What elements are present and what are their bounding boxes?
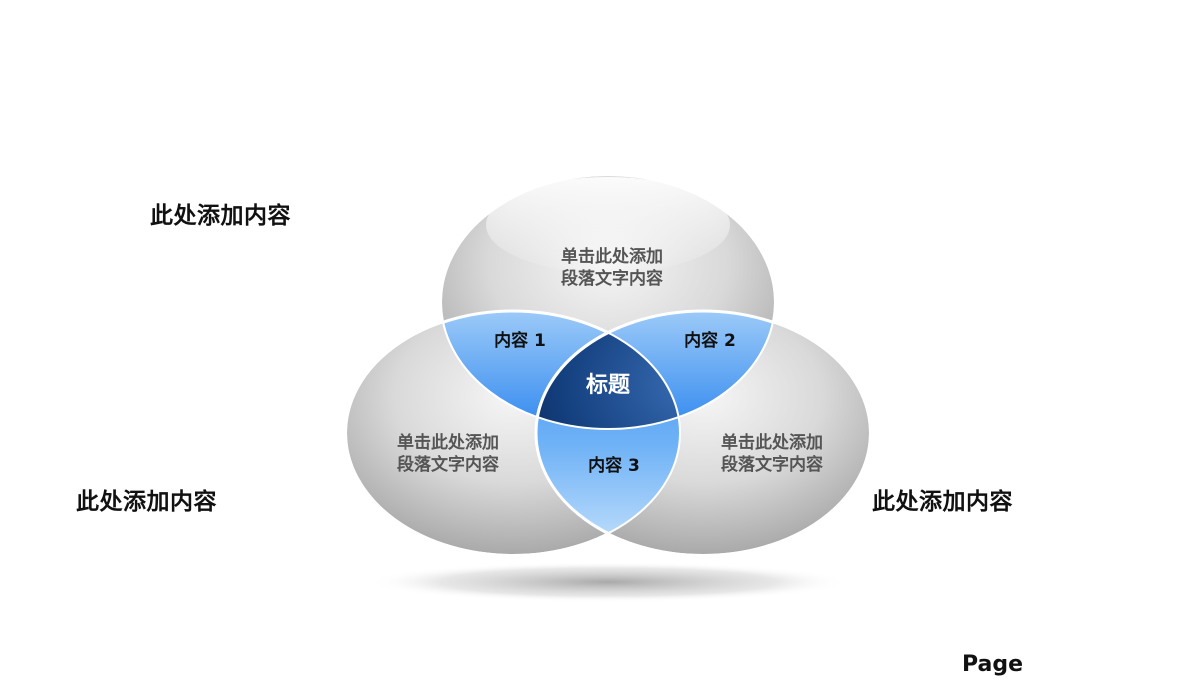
side-label-right: 此处添加内容 xyxy=(872,489,1013,515)
overlap-1-label: 内容 1 xyxy=(494,330,546,351)
circle-left-text-line2: 段落文字内容 xyxy=(397,454,499,475)
overlap-3-label: 内容 3 xyxy=(588,455,640,476)
circle-left-text-line1: 单击此处添加 xyxy=(397,432,499,453)
floor-shadow xyxy=(368,562,848,602)
center-region xyxy=(534,311,680,429)
side-label-left: 此处添加内容 xyxy=(76,489,217,515)
circle-top-text-line2: 段落文字内容 xyxy=(561,268,663,289)
page-footer-label: Page xyxy=(962,652,1024,677)
circle-top-text-line1: 单击此处添加 xyxy=(561,246,663,267)
overlap-2-label: 内容 2 xyxy=(684,330,736,351)
top-gloss xyxy=(486,177,730,273)
center-title: 标题 xyxy=(586,372,631,398)
circle-right-text-line1: 单击此处添加 xyxy=(721,432,823,453)
side-label-top: 此处添加内容 xyxy=(150,203,291,229)
circle-right-text-line2: 段落文字内容 xyxy=(721,454,823,475)
